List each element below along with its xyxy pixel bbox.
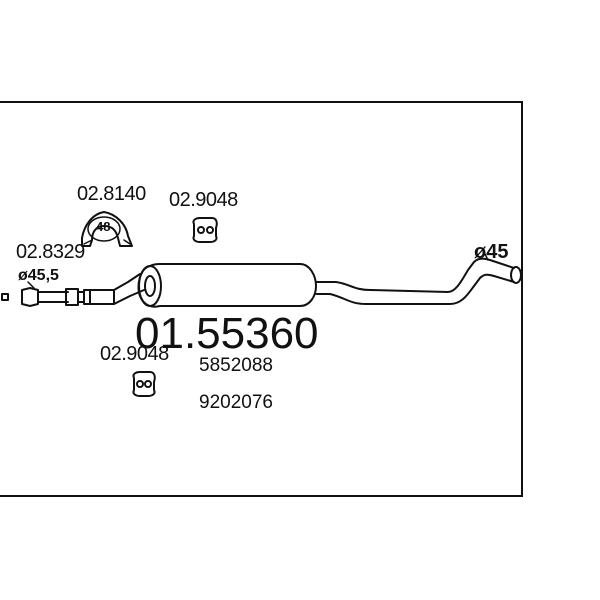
inlet-stub [1, 293, 9, 301]
diagram-frame [0, 101, 523, 497]
main-part-number: 01.55360 [135, 309, 319, 358]
outlet-diameter: ø45 [474, 241, 509, 263]
clamp-size-marking: 48 [96, 219, 111, 234]
hanger-bottom-part-number: 02.9048 [100, 343, 169, 365]
outlet-end [510, 266, 522, 284]
clamp-part-number: 02.8140 [77, 183, 146, 205]
clamp-48-drawing [81, 211, 133, 247]
hanger-top-drawing [192, 217, 218, 243]
muffler-front-cap [138, 265, 162, 307]
muffler-body [137, 263, 317, 308]
oe-number-1: 5852088 [199, 355, 273, 376]
connector-part-number: 02.8329 [16, 241, 85, 263]
hanger-bottom-drawing [132, 371, 156, 397]
connector-sleeve [65, 288, 79, 306]
front-connector [21, 287, 39, 307]
tail-pipe [315, 257, 515, 305]
hanger-top-part-number: 02.9048 [169, 189, 238, 211]
inlet-diameter: ø45,5 [18, 267, 59, 284]
oe-number-2: 9202076 [199, 392, 273, 413]
